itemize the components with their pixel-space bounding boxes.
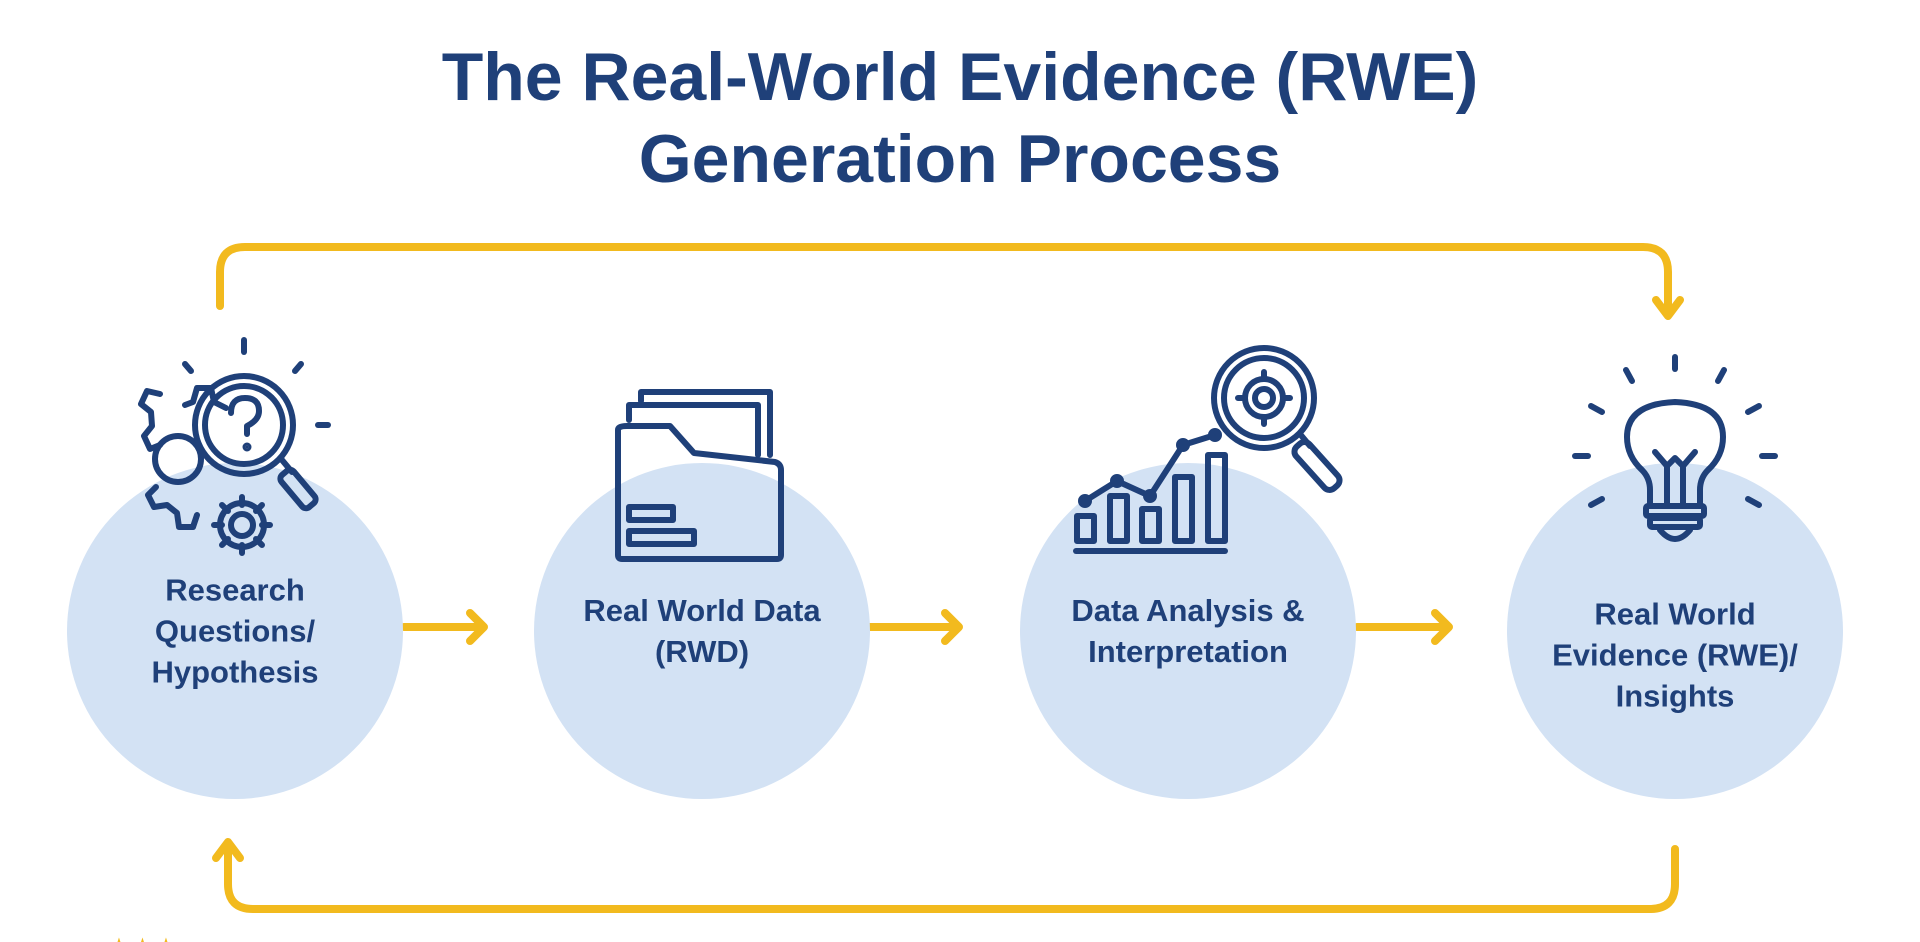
title-line-1: The Real-World Evidence (RWE) bbox=[441, 39, 1479, 115]
bottom-loop-arrow bbox=[224, 842, 1679, 913]
top-loop-arrow bbox=[216, 243, 1672, 316]
page-title: The Real-World Evidence (RWE) Generation… bbox=[0, 36, 1920, 200]
logo-stars: ★ ★ ★ bbox=[110, 935, 175, 942]
step-label-data-analysis: Data Analysis & Interpretation bbox=[1071, 593, 1305, 669]
top-loop-arrowhead bbox=[1652, 296, 1684, 320]
gears-magnifier-question-icon bbox=[138, 337, 331, 556]
step-circle-3 bbox=[1020, 463, 1356, 799]
step-circle-1 bbox=[67, 463, 403, 799]
step-label-real-world-evidence: Real World Evidence (RWE)/ Insights bbox=[1552, 596, 1798, 714]
lightbulb-icon bbox=[1572, 354, 1778, 542]
step-circle-4 bbox=[1507, 463, 1843, 799]
folder-icon bbox=[615, 389, 784, 562]
chart-magnifier-gear-icon bbox=[1073, 345, 1343, 554]
arrow-2 bbox=[865, 609, 963, 645]
arrow-3 bbox=[1353, 609, 1453, 645]
title-line-2: Generation Process bbox=[638, 121, 1282, 197]
arrow-1 bbox=[400, 609, 488, 645]
bottom-loop-arrowhead bbox=[212, 838, 244, 862]
step-label-real-world-data: Real World Data (RWD) bbox=[583, 593, 821, 669]
svg-text:★ ★ ★: ★ ★ ★ bbox=[110, 935, 175, 942]
step-label-research-questions: Research Questions/ Hypothesis bbox=[151, 572, 319, 690]
